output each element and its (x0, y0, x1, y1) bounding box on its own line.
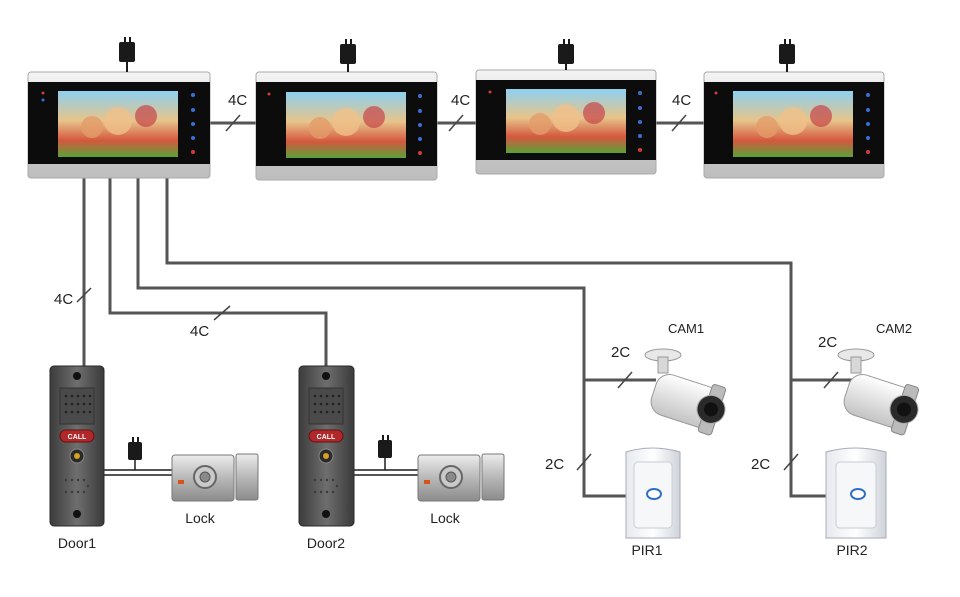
door-2-label: Door2 (307, 535, 345, 551)
lock-1-label: Lock (185, 510, 216, 526)
power-adapter-icon (779, 39, 795, 72)
call-button-label: CALL (317, 434, 336, 441)
wires (84, 123, 860, 496)
wire-label-2c: 2C (751, 456, 770, 473)
wire-label-4c: 4C (672, 92, 691, 109)
power-adapter-icon (340, 39, 356, 72)
wire-label-4c: 4C (228, 92, 247, 109)
pir-1-label: PIR1 (631, 542, 662, 558)
door-panel-1: CALL (50, 366, 104, 526)
power-adapter-icon (119, 37, 135, 72)
monitor-1 (28, 37, 210, 178)
lock-2-label: Lock (430, 510, 461, 526)
monitor-3 (476, 39, 656, 174)
wire-label-2c: 2C (611, 344, 630, 361)
camera-2 (838, 349, 925, 437)
power-adapter-icon (378, 435, 392, 470)
pir-2-label: PIR2 (836, 542, 867, 558)
power-adapter-icon (128, 437, 142, 470)
pir-sensor-2 (826, 448, 886, 538)
wire-label-4c: 4C (451, 92, 470, 109)
door-1-label: Door1 (58, 535, 96, 551)
lock-2 (378, 435, 504, 501)
monitor-2 (256, 39, 437, 180)
wire-label-2c: 2C (545, 456, 564, 473)
call-button-label: CALL (68, 434, 87, 441)
wire-cam2-pir2 (167, 177, 832, 496)
camera-1 (645, 349, 732, 437)
wire-label-4c: 4C (54, 291, 73, 308)
wire-label-4c: 4C (190, 323, 209, 340)
monitor-4 (704, 39, 884, 178)
wire-door2 (110, 177, 326, 366)
wire-label-2c: 2C (818, 334, 837, 351)
power-adapter-icon (558, 39, 574, 70)
pir-sensor-1 (626, 448, 680, 538)
camera-2-label: CAM2 (876, 321, 912, 336)
door-panel-2: CALL (299, 366, 354, 526)
camera-1-label: CAM1 (668, 321, 704, 336)
